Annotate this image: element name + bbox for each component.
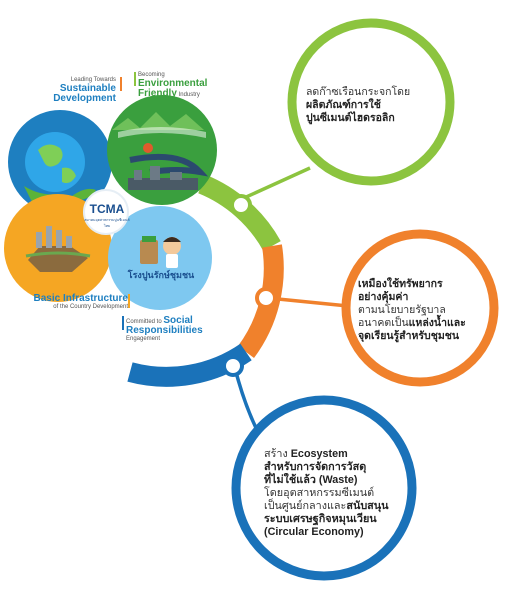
- item-orange-text: เหมืองใช้ทรัพยากร อย่างคุ้มค่า ตามนโยบาย…: [358, 278, 478, 343]
- item-orange-line: เหมืองใช้ทรัพยากร: [358, 278, 443, 290]
- label-sustainable-line2: Development: [53, 93, 116, 104]
- label-environment-line2: Friendly: [138, 88, 177, 99]
- item-blue-line: สำหรับการจัดการวัสดุ: [264, 461, 367, 473]
- circle-blue: [231, 395, 417, 581]
- item-green-line: ลดก๊าซเรือนกระจกโดย: [306, 86, 411, 98]
- item-blue-line-tail: สนับสนุน: [346, 500, 389, 512]
- quadrant-sustainable: [8, 110, 112, 214]
- label-bar-br: [122, 316, 124, 330]
- label-infrastructure: Basic Infrastructure of the Country Deve…: [8, 294, 128, 311]
- item-blue-line: โดยอุตสาหกรรมซีเมนต์: [264, 487, 375, 499]
- label-infrastructure-line1: Basic Infrastructure: [33, 293, 128, 304]
- item-orange-line: ตามนโยบายรัฐบาล: [358, 304, 446, 316]
- item-green-line: ผลิตภัณฑ์การใช้: [306, 99, 381, 111]
- circle-green: [287, 18, 455, 186]
- mascot-caption: โรงปูนรักษ์ชุมชน: [127, 270, 195, 280]
- label-social-line2: Responsibilities: [126, 325, 203, 336]
- label-sustainable-pre: Leading Towards: [70, 77, 116, 83]
- item-green-line: ปูนซีเมนต์ไฮดรอลิก: [306, 112, 395, 124]
- item-orange-line: จุดเรียนรู้สำหรับชุมชน: [358, 330, 460, 342]
- item-orange-line-tail: แหล่งน้ำและ: [408, 317, 466, 329]
- quadrant-social: [108, 206, 212, 310]
- tcma-subtitle: สมาคมอุตสาหกรรมปูนซีเมนต์ไทย: [84, 218, 130, 228]
- item-orange-line: อนาคตเป็น: [358, 317, 409, 329]
- dot-blue: [222, 355, 244, 377]
- label-environment-pre: Becoming: [138, 72, 165, 78]
- label-bar-bl: [128, 294, 130, 308]
- label-infrastructure-post: of the Country Development: [53, 304, 128, 310]
- label-environment-post: Industry: [178, 92, 200, 98]
- item-blue-line: สร้าง: [264, 448, 291, 460]
- label-social-pre: Committed to: [126, 319, 162, 325]
- label-social: Committed to Social Responsibilities Eng…: [126, 316, 246, 343]
- tcma-brand: TCMA: [89, 202, 125, 216]
- connector-orange: [267, 296, 349, 308]
- item-orange-line: อย่างคุ้มค่า: [358, 291, 409, 303]
- label-sustainable: Leading Towards Sustainable Development: [36, 77, 116, 104]
- label-sustainable-line1: Sustainable: [59, 83, 116, 94]
- tcma-logo: [83, 189, 129, 235]
- quadrant-environment: [107, 95, 217, 205]
- label-environment-line1: Environmental: [138, 78, 208, 89]
- circle-orange: [341, 229, 499, 387]
- item-blue-line: ระบบเศรษฐกิจหมุนเวียน: [264, 513, 377, 525]
- item-blue-line: เป็นศูนย์กลางและ: [264, 500, 347, 512]
- label-environment: Becoming Environmental Friendly Industry: [138, 72, 248, 99]
- label-bar-tl: [120, 77, 122, 91]
- item-blue-line-tail: Ecosystem: [290, 448, 348, 460]
- label-social-line1: Social: [163, 315, 193, 326]
- dot-green: [230, 194, 252, 216]
- item-blue-line: ที่ไม่ใช้แล้ว (Waste): [264, 474, 358, 486]
- item-blue-line: (Circular Economy): [264, 526, 364, 538]
- dot-orange: [255, 287, 277, 309]
- label-bar-tr: [134, 72, 136, 86]
- label-social-post: Engagement: [126, 336, 161, 342]
- item-blue-text: สร้าง Ecosystem สำหรับการจัดการวัสดุ ที่…: [264, 448, 404, 539]
- item-green-text: ลดก๊าซเรือนกระจกโดย ผลิตภัณฑ์การใช้ ปูนซ…: [306, 86, 436, 125]
- connector-green: [243, 166, 311, 200]
